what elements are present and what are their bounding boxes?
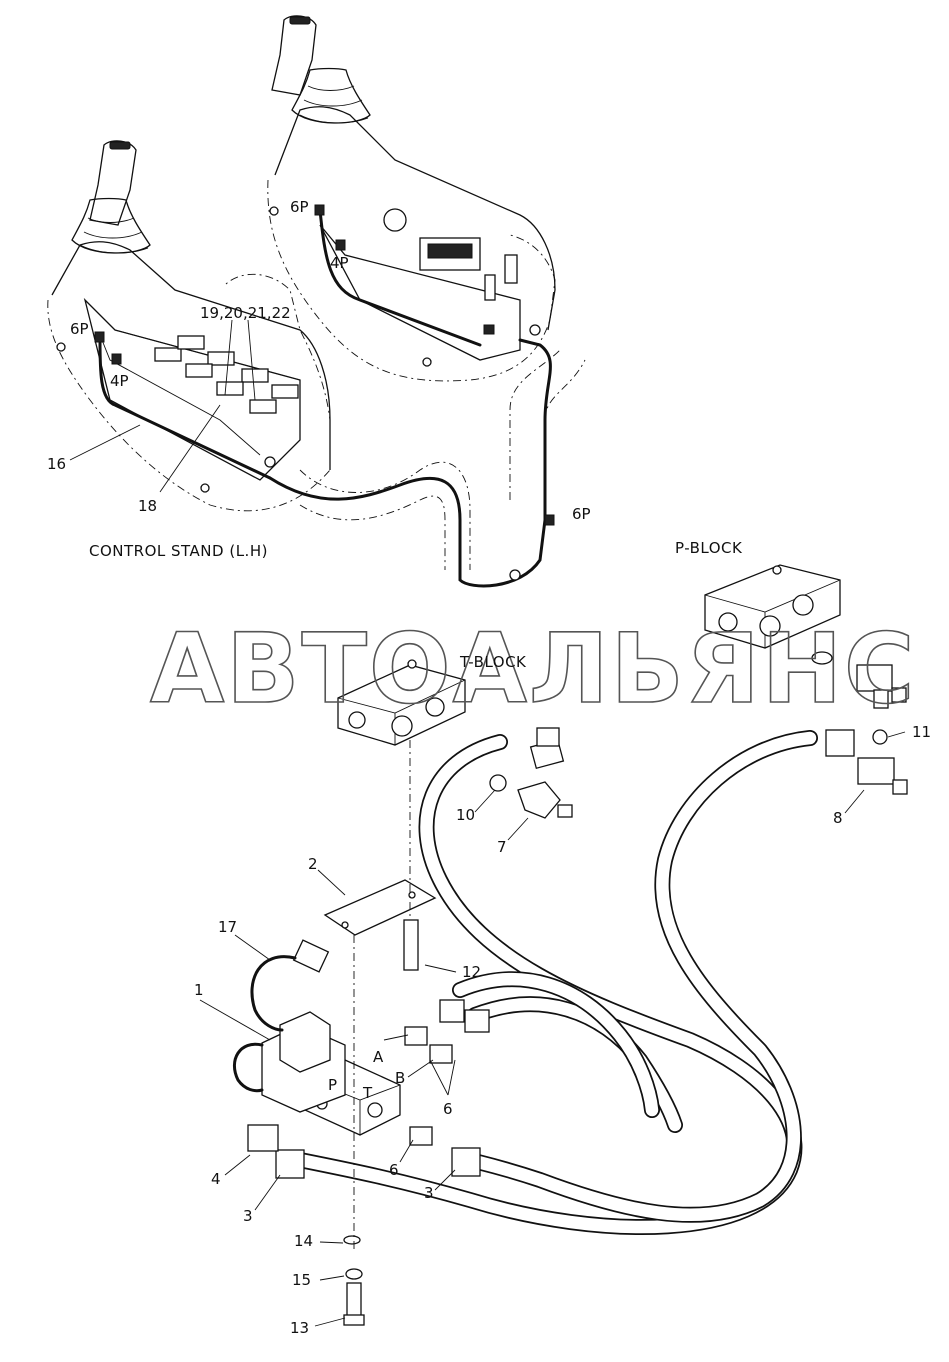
callout-label: 14 <box>294 1232 313 1250</box>
callout-label: 15 <box>292 1271 311 1289</box>
connector-label: 4P <box>330 254 349 272</box>
connector-label: 6P <box>70 320 89 338</box>
callout-label: 13 <box>290 1319 309 1337</box>
fittings <box>247 664 908 1179</box>
callout-label: 2 <box>308 855 318 873</box>
p-block <box>704 564 841 665</box>
left-control-stand <box>47 140 331 512</box>
t-block-title: T-BLOCK <box>459 653 527 671</box>
pilot-valve <box>232 879 437 1326</box>
right-control-stand <box>267 15 556 382</box>
t-block <box>337 659 466 746</box>
callout-label: 3 <box>424 1184 434 1202</box>
connector-label: 6P <box>290 198 309 216</box>
callout-label: B <box>395 1069 405 1087</box>
callout-label: A <box>373 1048 384 1066</box>
hoses <box>292 730 818 1235</box>
control-stand-title: CONTROL STAND (L.H) <box>89 542 268 560</box>
connector-label: 6P <box>572 505 591 523</box>
connecting-conduit <box>268 338 586 588</box>
callout-label: 11 <box>912 723 931 741</box>
callout-label: 19,20,21,22 <box>200 304 291 322</box>
callout-label: 1 <box>194 981 204 999</box>
callout-label: 3 <box>243 1207 253 1225</box>
callout-label: 18 <box>138 497 157 515</box>
p-block-title: P-BLOCK <box>675 539 743 557</box>
callout-label: 6 <box>443 1100 453 1118</box>
callout-label: 6 <box>389 1161 399 1179</box>
callout-label: T <box>362 1084 373 1102</box>
callout-label: P <box>328 1076 337 1094</box>
callout-label: 10 <box>456 806 475 824</box>
callout-label: 12 <box>462 963 481 981</box>
leader-lines <box>69 319 906 1327</box>
callout-label: 17 <box>218 918 237 936</box>
watermark-text: АВТОАЛЬЯНС <box>150 613 916 725</box>
callout-label: 4 <box>211 1170 221 1188</box>
callout-label: 8 <box>833 809 843 827</box>
callout-label: 16 <box>47 455 66 473</box>
callout-label: 7 <box>497 838 507 856</box>
connector-label: 4P <box>110 372 129 390</box>
